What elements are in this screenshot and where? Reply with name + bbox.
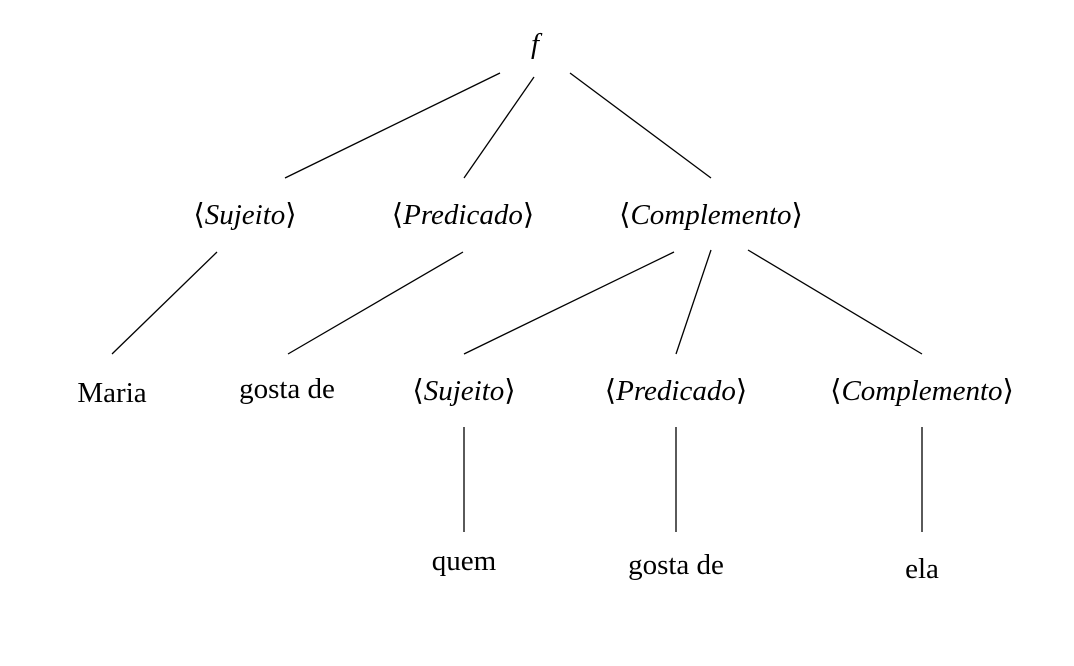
edge-f-predicado — [463, 76, 535, 179]
edge-complemento-predicado — [675, 249, 712, 355]
node-predicado: ⟨Predicado⟩ — [392, 199, 534, 231]
node-sujeito-2: ⟨Sujeito⟩ — [412, 375, 515, 407]
leaf-maria: Maria — [77, 377, 146, 409]
edge-complemento-complemento — [747, 249, 923, 355]
tree-edges — [111, 72, 923, 532]
edge-f-complemento — [569, 72, 712, 179]
node-sujeito: ⟨Sujeito⟩ — [193, 199, 296, 231]
edge-sujeito-maria — [111, 251, 218, 355]
leaf-gosta-de-2: gosta de — [628, 549, 724, 581]
node-complemento-2: ⟨Complemento⟩ — [830, 375, 1014, 407]
edge-predicado-gosta — [287, 251, 464, 355]
leaf-ela: ela — [905, 553, 939, 585]
node-complemento: ⟨Complemento⟩ — [619, 199, 803, 231]
node-predicado-2: ⟨Predicado⟩ — [605, 375, 747, 407]
edge-f-sujeito — [284, 72, 501, 179]
leaf-gosta-de: gosta de — [239, 373, 335, 405]
leaf-quem: quem — [432, 545, 497, 577]
root-node: f — [531, 28, 543, 60]
edge-complemento-sujeito — [463, 251, 675, 355]
